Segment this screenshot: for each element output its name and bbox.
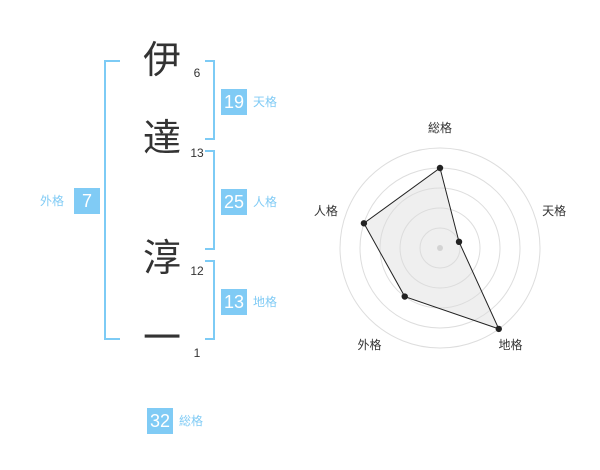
radar-points (360, 164, 502, 333)
tenkaku-label: 天格 (253, 95, 278, 109)
name-char-1: 伊 (142, 38, 181, 82)
radar-axis-label-3: 外格 (357, 337, 381, 352)
name-char-2: 達 (142, 116, 181, 160)
gaikaku-bracket (104, 60, 120, 340)
radar-point-4 (360, 220, 368, 227)
jinkaku-label: 人格 (253, 195, 278, 209)
jinkaku-value: 25 (221, 189, 247, 215)
soukaku-value: 32 (147, 408, 173, 434)
radar-ring-5 (339, 147, 541, 349)
radar-center (437, 245, 443, 251)
chikaku-label: 地格 (253, 295, 278, 309)
stroke-count-3: 12 (190, 264, 204, 278)
gaikaku-label: 外格 (40, 194, 65, 208)
stroke-count-4: 1 (193, 346, 201, 360)
radar-ring-3 (379, 187, 501, 309)
jinkaku-bracket (205, 150, 215, 250)
name-char-4: 一 (142, 316, 181, 360)
tenkaku-value: 19 (221, 89, 247, 115)
radar-axis-label-0: 総格 (428, 120, 452, 135)
radar-axis-label-2: 地格 (499, 337, 523, 352)
name-char-3: 淳 (142, 236, 181, 280)
stroke-count-2: 13 (190, 146, 204, 160)
radar-polygon-group (363, 167, 500, 330)
radar-axis-label-4: 人格 (314, 203, 338, 218)
radar-axis-label-1: 天格 (542, 203, 566, 218)
stroke-count-1: 6 (193, 66, 201, 80)
radar-ring-2 (399, 207, 481, 289)
soukaku-label: 総格 (179, 414, 204, 428)
gaikaku-value: 7 (74, 188, 100, 214)
tenkaku-bracket (205, 60, 215, 140)
radar-point-2 (495, 325, 502, 333)
chikaku-bracket (205, 260, 215, 340)
radar-series-polygon (363, 167, 500, 330)
radar-point-3 (401, 293, 408, 300)
radar-point-1 (455, 238, 463, 246)
radar-point-0 (436, 164, 444, 172)
radar-ring-1 (419, 227, 461, 269)
chikaku-value: 13 (221, 289, 247, 315)
